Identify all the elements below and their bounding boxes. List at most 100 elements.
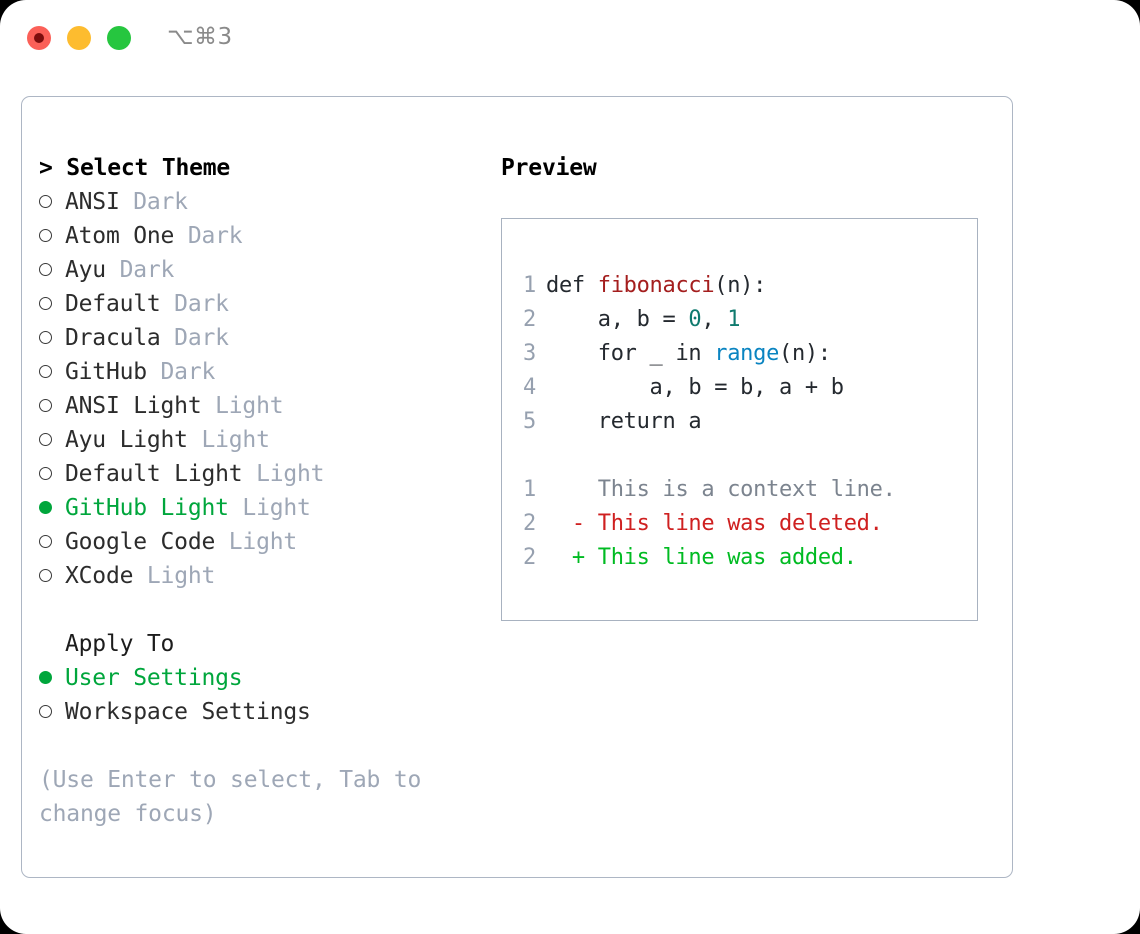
diff-sign: - xyxy=(546,511,598,536)
list-spacer xyxy=(39,593,494,627)
code-line: 2 a, b = 0, 1 xyxy=(522,303,971,337)
radio-unselected-icon xyxy=(39,559,65,593)
theme-option-ayu-light[interactable]: Ayu Light Light xyxy=(39,423,494,457)
theme-variant-tag: Light xyxy=(242,461,325,487)
code-token-plain: (n): xyxy=(714,273,767,298)
theme-option-label: ANSI Light xyxy=(65,393,202,419)
apply-to-option-label: User Settings xyxy=(65,665,243,691)
diff-line-number: 2 xyxy=(523,511,536,536)
theme-option-ansi[interactable]: ANSI Dark xyxy=(39,185,494,219)
apply-to-option-user-settings[interactable]: User Settings xyxy=(39,661,494,695)
code-token-fn: fibonacci xyxy=(597,273,715,298)
theme-variant-tag: Dark xyxy=(119,189,188,215)
apply-to-heading: Apply To xyxy=(65,631,175,657)
window-titlebar: ⌥⌘3 xyxy=(0,0,1140,78)
theme-variant-tag: Dark xyxy=(174,223,243,249)
radio-unselected-icon xyxy=(39,355,65,389)
code-token-plain: (n): xyxy=(779,341,831,366)
code-token-builtin: range xyxy=(714,341,780,366)
theme-option-label: Ayu Light xyxy=(65,427,188,453)
theme-variant-tag: Dark xyxy=(160,291,229,317)
code-token-plain: return a xyxy=(546,409,702,434)
radio-unselected-icon xyxy=(39,695,65,729)
apply-to-option-workspace-settings[interactable]: Workspace Settings xyxy=(39,695,494,729)
diff-sign xyxy=(546,477,598,502)
code-line: 1 def fibonacci(n): xyxy=(522,269,971,303)
theme-option-xcode[interactable]: XCode Light xyxy=(39,559,494,593)
theme-option-label: Ayu xyxy=(65,257,106,283)
code-token-plain: a, b = xyxy=(546,307,689,332)
theme-option-label: Default xyxy=(65,291,161,317)
radio-unselected-icon xyxy=(39,423,65,457)
theme-option-label: Google Code xyxy=(65,529,216,555)
code-line-number: 2 xyxy=(523,307,536,332)
theme-option-label: Atom One xyxy=(65,223,175,249)
theme-variant-tag: Dark xyxy=(105,257,175,283)
theme-option-label: Dracula xyxy=(65,325,161,351)
theme-variant-tag: Dark xyxy=(160,325,229,351)
minimize-button-icon[interactable] xyxy=(67,26,91,50)
diff-line: 2 + This line was added. xyxy=(522,541,971,575)
code-line-number: 1 xyxy=(523,273,536,298)
preview-title: Preview xyxy=(501,155,597,181)
maximize-button-icon[interactable] xyxy=(107,26,131,50)
keyboard-hint-text: (Use Enter to select, Tab to change focu… xyxy=(39,767,422,827)
diff-block: 1 This is a context line.2 - This line w… xyxy=(522,473,971,575)
theme-option-default[interactable]: Default Dark xyxy=(39,287,494,321)
diff-text: This line was deleted. xyxy=(597,511,883,536)
apply-to-option-label: Workspace Settings xyxy=(65,699,311,725)
theme-option-ayu[interactable]: Ayu Dark xyxy=(39,253,494,287)
diff-text: This line was added. xyxy=(597,545,857,570)
theme-option-google-code[interactable]: Google Code Light xyxy=(39,525,494,559)
code-line-number: 4 xyxy=(523,375,536,400)
theme-variant-tag: Light xyxy=(228,495,311,521)
radio-unselected-icon xyxy=(39,457,65,491)
theme-option-label: ANSI xyxy=(65,189,120,215)
code-line: 3 for _ in range(n): xyxy=(522,337,971,371)
code-token-plain: a, b = b, a + b xyxy=(546,375,845,400)
code-line: 5 return a xyxy=(522,405,971,439)
code-token-plain: , xyxy=(701,307,728,332)
diff-sign: + xyxy=(546,545,598,570)
diff-line-number: 2 xyxy=(523,545,536,570)
diff-line: 2 - This line was deleted. xyxy=(522,507,971,541)
code-line-number: 3 xyxy=(523,341,536,366)
theme-option-ansi-light[interactable]: ANSI Light Light xyxy=(39,389,494,423)
theme-option-default-light[interactable]: Default Light Light xyxy=(39,457,494,491)
theme-option-atom-one[interactable]: Atom One Dark xyxy=(39,219,494,253)
radio-selected-icon xyxy=(39,661,65,695)
code-token-plain: for _ in xyxy=(546,341,715,366)
close-button-icon[interactable] xyxy=(27,26,51,50)
radio-unselected-icon xyxy=(39,389,65,423)
radio-unselected-icon xyxy=(39,287,65,321)
theme-option-github[interactable]: GitHub Dark xyxy=(39,355,494,389)
diff-line-number: 1 xyxy=(523,477,536,502)
code-token-num: 1 xyxy=(727,307,741,332)
theme-variant-tag: Dark xyxy=(146,359,216,385)
code-token-num: 0 xyxy=(688,307,702,332)
radio-unselected-icon xyxy=(39,321,65,355)
code-line: 4 a, b = b, a + b xyxy=(522,371,971,405)
theme-variant-tag: Light xyxy=(133,563,216,589)
theme-option-github-light[interactable]: GitHub Light Light xyxy=(39,491,494,525)
theme-option-label: Default Light xyxy=(65,461,243,487)
page-title-text: Select Theme xyxy=(66,155,231,181)
radio-unselected-icon xyxy=(39,253,65,287)
code-token-def: def xyxy=(546,273,598,298)
theme-option-dracula[interactable]: Dracula Dark xyxy=(39,321,494,355)
code-line-number: 5 xyxy=(523,409,536,434)
radio-unselected-icon xyxy=(39,185,65,219)
theme-option-label: XCode xyxy=(65,563,134,589)
theme-variant-tag: Light xyxy=(215,529,298,555)
page-title: > Select Theme xyxy=(39,151,494,185)
diff-line: 1 This is a context line. xyxy=(522,473,971,507)
